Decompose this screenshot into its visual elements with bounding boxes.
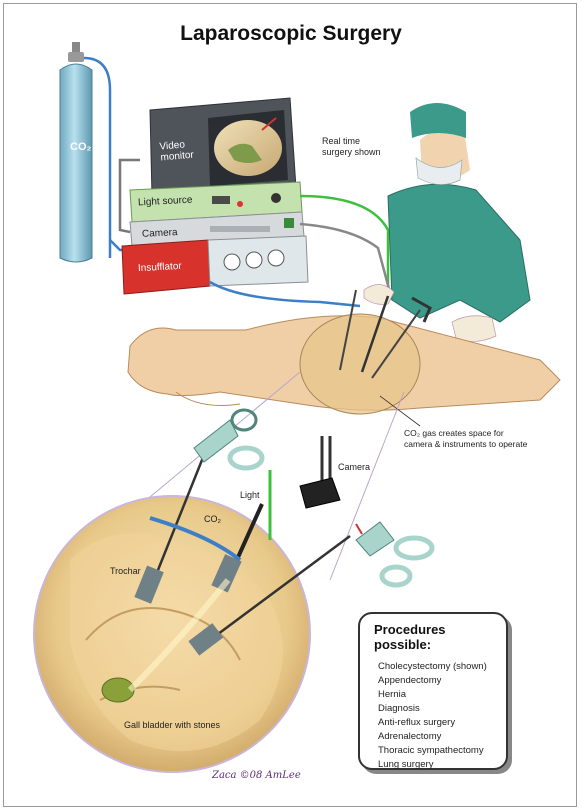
light-cable-label: Light (240, 490, 260, 500)
video-monitor-label: Video monitor (159, 139, 195, 164)
co2-supply-tube (83, 56, 112, 258)
procedure-item: Anti-reflux surgery (378, 717, 456, 728)
procedure-item: Thoracic sympathectomy (378, 745, 484, 756)
procedure-item: Adrenalectomy (378, 731, 442, 742)
gall-bladder-label: Gall bladder with stones (124, 720, 221, 730)
procedure-item: Hernia (378, 689, 406, 700)
procedure-item: Lung surgery (378, 759, 434, 770)
surgeon (363, 103, 531, 342)
inset-closeup (33, 449, 351, 773)
trochar-label: Trochar (110, 566, 141, 576)
insufflator-label: Insufflator (137, 260, 182, 275)
procedure-item: Diagnosis (378, 703, 420, 714)
grasper-instrument-bottom (355, 521, 435, 588)
page-title: Laparoscopic Surgery (180, 22, 402, 45)
camera-cable-label: Camera (338, 462, 371, 472)
co2-tube-label: CO₂ (204, 514, 221, 524)
insufflated-abdomen (299, 313, 421, 415)
camera-cable (299, 222, 394, 301)
real-time-label: Real time surgery shown (322, 136, 381, 157)
insufflation-tube (209, 280, 361, 308)
artist-signature: Zaca ©08 AmLee (212, 770, 301, 781)
co2-tank (59, 42, 93, 263)
equipment-tower (121, 97, 309, 295)
procedures-title: Procedures possible: (374, 622, 446, 652)
procedure-item: Appendectomy (378, 675, 442, 686)
camera-unit-label: Camera (141, 227, 178, 240)
procedures-list: Cholecystectomy (shown) Appendectomy Her… (370, 660, 496, 772)
procedures-box: Procedures possible: Cholecystectomy (sh… (358, 612, 508, 770)
light-cable (299, 194, 390, 300)
grasper-instrument-top (193, 408, 265, 471)
co2-tank-label: CO₂ (70, 141, 92, 153)
procedure-item: Cholecystectomy (shown) (378, 661, 487, 672)
co2-space-label: CO₂ gas creates space for camera & instr… (404, 428, 528, 449)
